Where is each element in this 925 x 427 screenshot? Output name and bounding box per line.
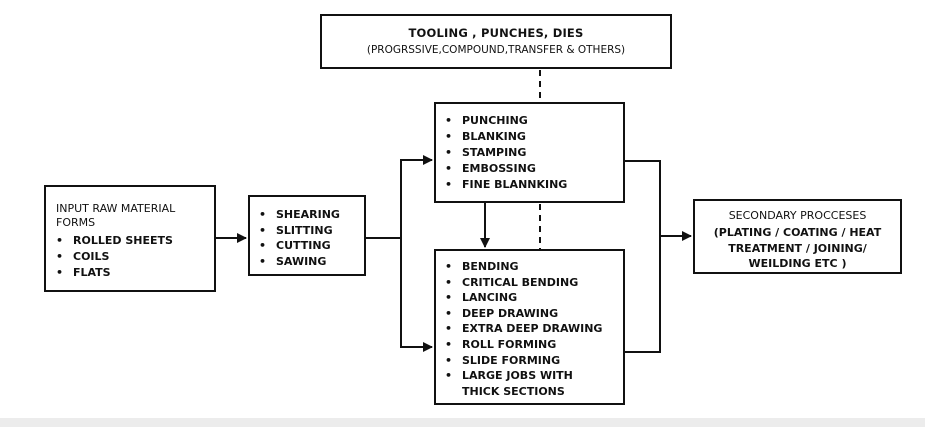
bending-list: BENDING CRITICAL BENDING LANCING DEEP DR…: [445, 259, 623, 399]
list-item: ROLLED SHEETS: [56, 233, 214, 249]
bottom-strip: [0, 418, 925, 427]
bending-processes-box: BENDING CRITICAL BENDING LANCING DEEP DR…: [434, 249, 625, 405]
cutting-list: SHEARING SLITTING CUTTING SAWING: [259, 207, 364, 269]
list-item: EMBOSSING: [445, 161, 623, 177]
list-item: EXTRA DEEP DRAWING: [445, 321, 623, 337]
list-item: ROLL FORMING: [445, 337, 623, 353]
input-raw-material-label: INPUT RAW MATERIAL FORMS: [56, 202, 176, 229]
process-flow-diagram: TOOLING , PUNCHES, DIES (PROGRSSIVE,COMP…: [0, 0, 925, 418]
list-item: LANCING: [445, 290, 623, 306]
punching-list: PUNCHING BLANKING STAMPING EMBOSSING FIN…: [445, 113, 623, 193]
tooling-subtitle: (PROGRSSIVE,COMPOUND,TRANSFER & OTHERS): [366, 44, 626, 56]
list-item: DEEP DRAWING: [445, 306, 623, 322]
list-item: SAWING: [259, 254, 364, 270]
list-item: SLITTING: [259, 223, 364, 239]
tooling-title: TOOLING , PUNCHES, DIES: [408, 26, 584, 40]
list-item: FINE BLANNKING: [445, 177, 623, 193]
tooling-box: TOOLING , PUNCHES, DIES (PROGRSSIVE,COMP…: [320, 14, 672, 69]
punching-processes-box: PUNCHING BLANKING STAMPING EMBOSSING FIN…: [434, 102, 625, 203]
cutting-processes-box: SHEARING SLITTING CUTTING SAWING: [248, 195, 366, 276]
list-item: FLATS: [56, 265, 214, 281]
input-raw-material-box: INPUT RAW MATERIAL FORMS ROLLED SHEETS C…: [44, 185, 216, 292]
secondary-processes-box: SECONDARY PROCCESES (PLATING / COATING /…: [693, 199, 902, 274]
list-item: BLANKING: [445, 129, 623, 145]
list-item: CRITICAL BENDING: [445, 275, 623, 291]
list-item: SLIDE FORMING: [445, 353, 623, 369]
connector-lines: [216, 70, 692, 353]
list-item: BENDING: [445, 259, 623, 275]
list-item: SHEARING: [259, 207, 364, 223]
secondary-processes-detail: (PLATING / COATING / HEAT TREATMENT / JO…: [713, 226, 882, 270]
secondary-processes-title: SECONDARY PROCCESES: [728, 209, 867, 222]
list-item: COILS: [56, 249, 214, 265]
list-item: CUTTING: [259, 238, 364, 254]
list-item: LARGE JOBS WITH THICK SECTIONS: [445, 368, 602, 399]
input-list: ROLLED SHEETS COILS FLATS: [56, 233, 214, 281]
list-item: STAMPING: [445, 145, 623, 161]
list-item: PUNCHING: [445, 113, 623, 129]
